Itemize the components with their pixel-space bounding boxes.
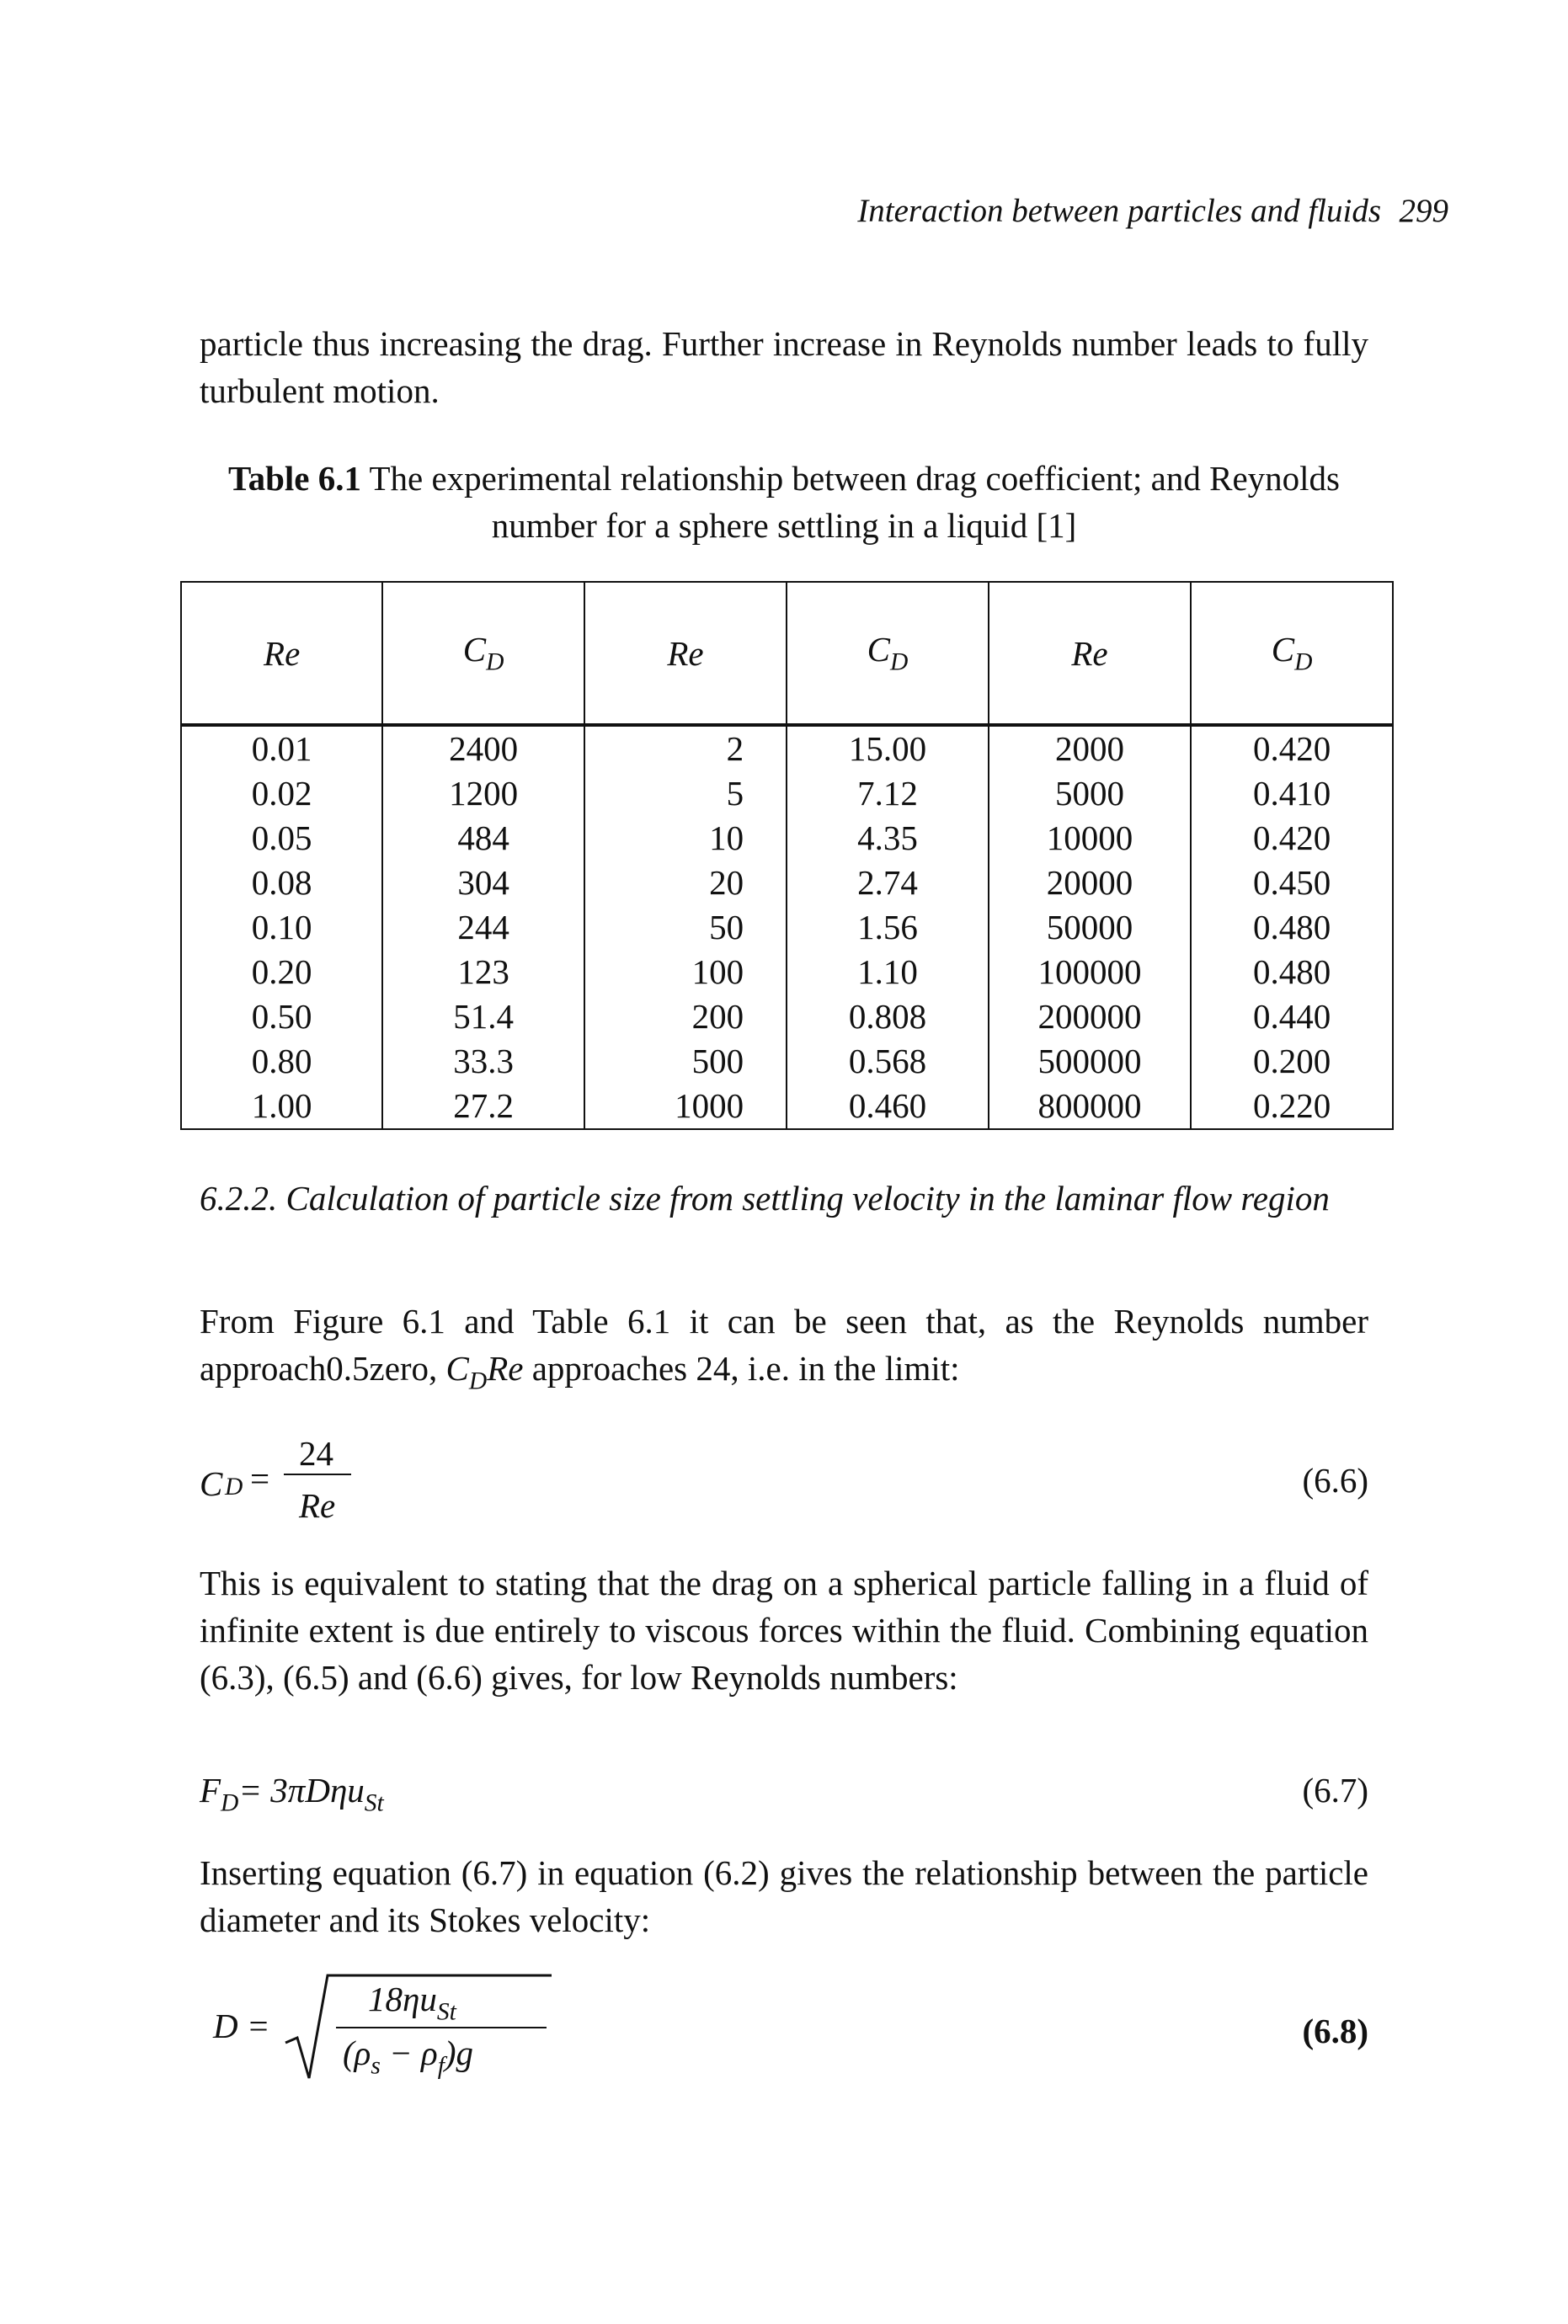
table-cell: 2: [583, 725, 788, 771]
table-cell: 10: [583, 816, 788, 861]
table-cell: 5000: [987, 771, 1192, 816]
table-cell: 0.20: [179, 950, 384, 994]
table-cell: 0.05: [179, 816, 384, 861]
running-header: Interaction between particles and fluids…: [0, 192, 1568, 243]
table-cell: 2400: [381, 725, 585, 771]
equation-number-6-8: (6.8): [1302, 2012, 1368, 2050]
paragraph-viscous: This is equivalent to stating that the d…: [200, 1564, 1368, 1697]
table-cell: 0.08: [179, 861, 384, 905]
table-cell: 500: [583, 1039, 788, 1084]
running-title: Interaction between particles and fluids: [857, 193, 1381, 229]
table-cell: 27.2: [381, 1084, 585, 1130]
table-cell: 244: [381, 905, 585, 950]
table-cell: 20000: [987, 861, 1192, 905]
table-cell: 0.420: [1190, 816, 1394, 861]
table-cell: 123: [381, 950, 585, 994]
table-cell: 50000: [987, 905, 1192, 950]
table-caption-text: The experimental relationship between dr…: [360, 459, 1341, 545]
table-cell: 484: [381, 816, 585, 861]
table-cell: 1.56: [786, 905, 989, 950]
table-cell: 0.440: [1190, 994, 1394, 1039]
intro-paragraph: particle thus increasing the drag. Furth…: [200, 324, 1368, 410]
table-cell: 0.480: [1190, 905, 1394, 950]
table-cell: 100: [583, 950, 788, 994]
table-cell: 1.10: [786, 950, 989, 994]
table-cell: 2.74: [786, 861, 989, 905]
table-cell: 0.480: [1190, 950, 1394, 994]
table-cell: 33.3: [381, 1039, 585, 1084]
table-cell: 100000: [987, 950, 1192, 994]
table-cell: 0.460: [786, 1084, 989, 1130]
table-cell: 200000: [987, 994, 1192, 1039]
table-cell: 0.220: [1190, 1084, 1394, 1130]
table-cell: 1.00: [179, 1084, 384, 1130]
table-cell: 0.420: [1190, 725, 1394, 771]
table-cell: 200: [583, 994, 788, 1039]
table-cell: 5: [583, 771, 788, 816]
table-cell: 0.568: [786, 1039, 989, 1084]
table-cell: 800000: [987, 1084, 1192, 1130]
page-number: 299: [1399, 193, 1449, 229]
section-heading: 6.2.2. Calculation of particle size from…: [200, 1179, 1330, 1218]
table-cell: 0.80: [179, 1039, 384, 1084]
paragraph-limit: From Figure 6.1 and Table 6.1 it can be …: [200, 1302, 1368, 1395]
equation-number-6-6: (6.6): [1302, 1461, 1368, 1500]
header-cd-1: CD: [381, 581, 585, 727]
table-cell: 10000: [987, 816, 1192, 861]
table-cell: 51.4: [381, 994, 585, 1039]
header-cd-2: CD: [786, 581, 989, 727]
table-cell: 0.01: [179, 725, 384, 771]
equation-number-6-7: (6.7): [1302, 1771, 1368, 1810]
table-cell: 7.12: [786, 771, 989, 816]
table-caption-label: Table 6.1: [227, 459, 361, 498]
table-cell: 0.200: [1190, 1039, 1394, 1084]
equation-6-7: FD= 3πDηuSt: [200, 1771, 384, 1817]
table-cell: 500000: [987, 1039, 1192, 1084]
table-caption: Table 6.1 The experimental relationship …: [200, 455, 1368, 549]
table-cell: 20: [583, 861, 788, 905]
table-cell: 50: [583, 905, 788, 950]
table-cell: 0.410: [1190, 771, 1394, 816]
table-cell: 0.50: [179, 994, 384, 1039]
table-cell: 0.02: [179, 771, 384, 816]
table-cell: 0.10: [179, 905, 384, 950]
paragraph-stokes: Inserting equation (6.7) in equation (6.…: [200, 1853, 1368, 1939]
table-cell: 1000: [583, 1084, 788, 1130]
header-re-1: Re: [179, 581, 384, 727]
table-header-row: Re CD Re CD Re CD: [179, 581, 1394, 727]
equation-6-8: D = 18ηuSt (ρs − ρf)g: [200, 1970, 553, 2088]
table-cell: 1200: [381, 771, 585, 816]
table-cell: 15.00: [786, 725, 989, 771]
radical-sign: [285, 1974, 552, 2079]
header-re-3: Re: [987, 581, 1192, 727]
table-cell: 0.450: [1190, 861, 1394, 905]
table-cell: 0.808: [786, 994, 989, 1039]
header-re-2: Re: [583, 581, 788, 727]
table-cell: 4.35: [786, 816, 989, 861]
table-cell: 304: [381, 861, 585, 905]
table-cell: 2000: [987, 725, 1192, 771]
header-cd-3: CD: [1190, 581, 1394, 727]
